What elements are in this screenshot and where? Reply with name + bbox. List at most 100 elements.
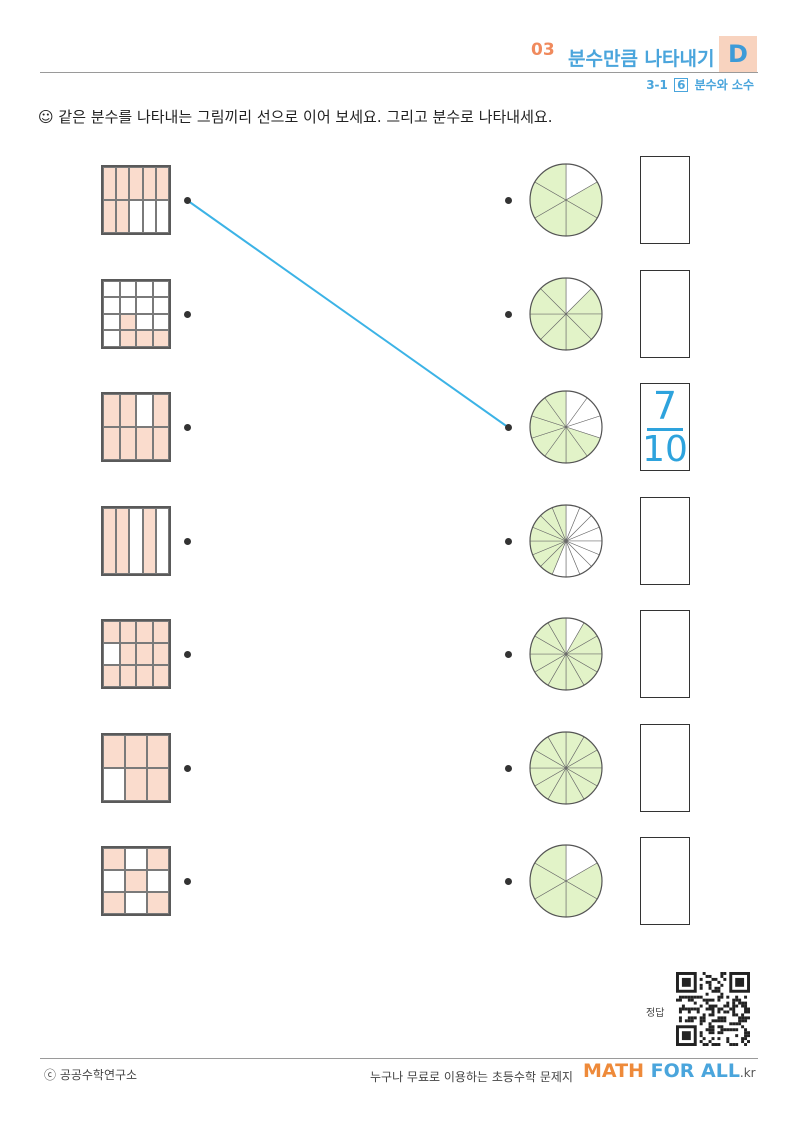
empty-cell [119,297,136,314]
qr-module [732,998,736,1002]
qr-module [723,1004,727,1008]
qr-module [744,1010,748,1014]
example-connection-line[interactable] [186,199,510,429]
qr-module [699,1040,703,1044]
qr-module [714,1043,718,1046]
qr-module [684,995,688,999]
left-connect-dot-3[interactable] [184,424,191,431]
pie-outline [529,390,603,464]
left-connect-dot-6[interactable] [184,764,191,772]
qr-module [711,1007,715,1011]
qr-module [744,1016,748,1020]
brand-logo: MATH FOR ALL.kr [583,1060,756,1082]
pie-outline [529,844,603,918]
shaded-cell [136,621,153,643]
unit-name: 분수와 소수 [694,78,754,92]
qr-module [711,1043,715,1046]
unit-label: 3-1 6 분수와 소수 [646,76,754,93]
right-connect-dot-7[interactable] [505,878,512,885]
shaded-cell [152,621,169,643]
qr-module [696,1007,700,1011]
qr-module [705,1007,709,1011]
qr-module [708,986,712,990]
qr-module [717,986,721,990]
shaded-cell [103,665,120,687]
answer-qr-code[interactable] [676,972,750,1046]
answer-box-5[interactable] [640,610,690,698]
left-connect-dot-1[interactable] [184,197,191,204]
qr-module [723,1028,727,1032]
empty-cell [152,313,169,330]
left-connect-dot-2[interactable] [184,310,191,318]
shaded-cell [129,167,143,200]
qr-module [735,998,739,1002]
qr-module [720,992,724,996]
right-connect-dot-3[interactable] [505,424,512,431]
qr-module [711,1025,715,1029]
unit-number: 6 [674,78,689,92]
shaded-cell [119,330,136,347]
qr-module [708,983,712,987]
shaded-cell [116,507,130,574]
empty-cell [136,313,153,330]
shaded-cell [152,330,169,347]
qr-module [723,972,727,975]
right-connect-dot-2[interactable] [505,310,512,318]
qr-module [708,1004,712,1008]
qr-module [699,1031,703,1035]
qr-module [714,1004,718,1008]
shaded-cell [152,394,169,427]
left-connect-dot-4[interactable] [184,537,191,545]
answer-box-7[interactable] [640,837,690,925]
qr-module [693,1016,697,1020]
qr-module [684,1019,688,1023]
right-connect-dot-6[interactable] [505,764,512,772]
qr-module [735,1028,739,1032]
answer-box-4[interactable] [640,496,690,585]
qr-module [747,1007,750,1011]
shaded-cell [152,665,169,687]
qr-module [732,1004,736,1008]
qr-module [699,977,703,981]
left-connect-dot-7[interactable] [184,878,191,885]
empty-cell [129,507,143,574]
qr-module [676,998,679,1002]
level-badge: D [719,36,757,72]
right-pie-1 [529,163,603,237]
empty-cell [152,297,169,314]
qr-module [708,980,712,984]
qr-module [717,980,721,984]
header-divider [40,72,758,73]
answer-box-1[interactable] [640,156,690,244]
qr-module [723,1019,727,1023]
qr-module [717,1019,721,1023]
qr-module [744,1007,748,1011]
right-connect-dot-4[interactable] [505,537,512,545]
qr-module [732,1007,736,1011]
shaded-cell [119,665,136,687]
qr-module [687,1010,691,1014]
qr-module [711,1004,715,1008]
right-pie-7 [529,844,603,918]
left-connect-dot-5[interactable] [184,651,191,658]
empty-cell [125,892,147,914]
empty-cell [103,643,120,665]
answer-box-2[interactable] [640,269,690,358]
shaded-cell [116,167,130,200]
shaded-cell [103,427,120,460]
right-connect-dot-1[interactable] [505,197,512,204]
qr-module [744,1043,748,1046]
pie-outline [529,276,603,351]
right-connect-dot-5[interactable] [505,651,512,658]
qr-module [687,1016,691,1020]
qr-module [705,1001,709,1005]
empty-cell [152,280,169,297]
shaded-cell [147,892,169,914]
qr-module [714,989,718,993]
answer-box-6[interactable] [640,723,690,812]
qr-module [720,1019,724,1023]
worksheet-title: 분수만큼 나타내기 [568,48,715,70]
shaded-cell [119,394,136,427]
qr-module [717,995,721,999]
